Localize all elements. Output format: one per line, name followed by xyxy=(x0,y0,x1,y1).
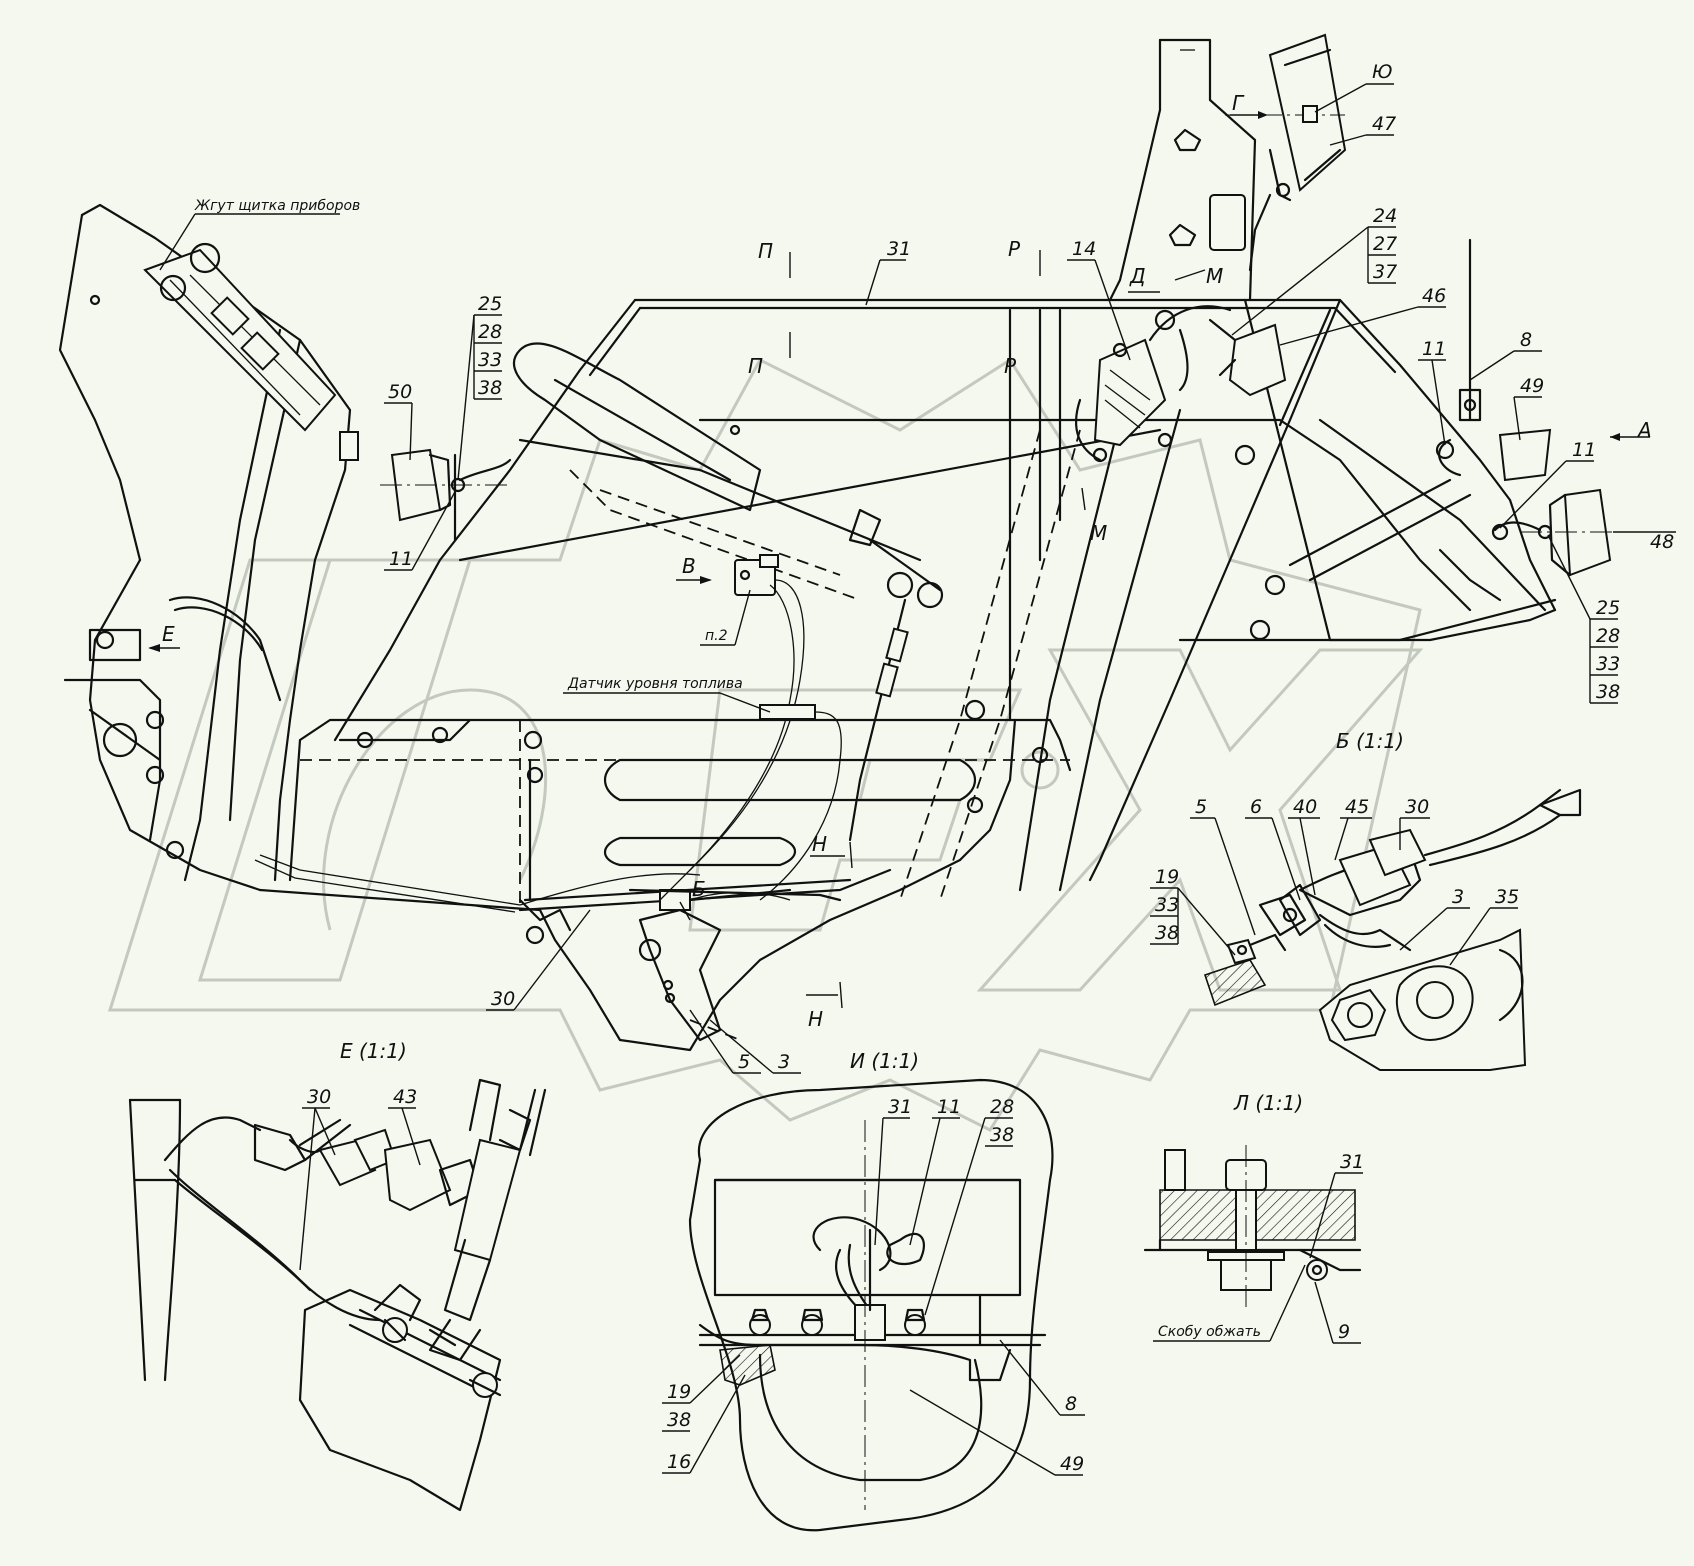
callout-28-left: 28 xyxy=(478,321,502,343)
callout-28-right: 28 xyxy=(1596,625,1620,647)
view-V-arrow-label: В xyxy=(682,554,696,578)
section-H-bottom: Н xyxy=(808,1007,823,1031)
view-B-callout-33: 33 xyxy=(1155,894,1179,916)
bracket-49 xyxy=(1435,238,1552,541)
section-P-top: П xyxy=(758,239,773,263)
callout-25-right: 25 xyxy=(1596,597,1620,619)
view-B-callout-35: 35 xyxy=(1495,886,1519,908)
section-P-bottom: П xyxy=(748,354,763,378)
section-R-top: Р xyxy=(1008,237,1021,261)
harness-label: Жгут щитка приборов xyxy=(194,198,360,214)
callout-48: 48 xyxy=(1650,531,1674,553)
view-I-title: И (1:1) xyxy=(850,1049,919,1073)
callout-47: 47 xyxy=(1372,113,1396,135)
view-E: Е (1:1) 30 xyxy=(128,1039,547,1512)
view-I-callout-38: 38 xyxy=(990,1124,1014,1146)
view-B-callout-40: 40 xyxy=(1293,796,1317,818)
view-E-title: Е (1:1) xyxy=(340,1039,407,1063)
view-L-callout-31: 31 xyxy=(1340,1151,1364,1173)
callout-38-left: 38 xyxy=(478,377,502,399)
view-I-callout-16: 16 xyxy=(667,1451,691,1473)
view-E-callout-30: 30 xyxy=(307,1086,331,1108)
callout-5-main: 5 xyxy=(738,1051,750,1073)
view-L-callout-9: 9 xyxy=(1338,1321,1350,1343)
view-L-title: Л (1:1) xyxy=(1233,1091,1303,1115)
view-I: И (1:1) 31 11 28 38 19 xyxy=(662,1049,1085,1532)
section-M-top: М xyxy=(1206,264,1223,288)
view-I-callout-19: 19 xyxy=(667,1381,691,1403)
callout-3-main: 3 xyxy=(778,1051,790,1073)
view-B-callout-6: 6 xyxy=(1250,796,1262,818)
callout-33-left: 33 xyxy=(478,349,502,371)
callout-46: 46 xyxy=(1422,285,1446,307)
view-I-callout-8: 8 xyxy=(1065,1393,1077,1415)
headlight-post xyxy=(1075,33,1347,463)
section-H-top: Н xyxy=(812,832,827,856)
callout-38-right: 38 xyxy=(1596,681,1620,703)
callout-24: 24 xyxy=(1373,205,1397,227)
view-A-arrow-label: А xyxy=(1636,418,1652,442)
view-B-title: Б (1:1) xyxy=(1336,729,1404,753)
view-E-callout-43: 43 xyxy=(393,1086,417,1108)
view-B-callout-19: 19 xyxy=(1155,866,1179,888)
section-D: Д xyxy=(1129,264,1146,288)
callout-11-left: 11 xyxy=(389,548,413,570)
watermark-logo xyxy=(107,357,1424,1132)
view-B-callout-5: 5 xyxy=(1195,796,1207,818)
view-B-callout-3: 3 xyxy=(1452,886,1464,908)
callout-33-right: 33 xyxy=(1596,653,1620,675)
fuel-sensor-label: Датчик уровня топлива xyxy=(567,676,743,692)
view-B-arrow-label: Б xyxy=(692,877,706,901)
view-I-callout-38b: 38 xyxy=(667,1409,691,1431)
callout-37: 37 xyxy=(1373,261,1397,283)
view-B-callout-45: 45 xyxy=(1345,796,1369,818)
section-M-bottom: М xyxy=(1090,521,1107,545)
view-I-callout-28: 28 xyxy=(990,1096,1014,1118)
harness-30-route xyxy=(254,854,842,913)
lamp-50 xyxy=(380,448,512,542)
view-L-squeeze-label: Скобу обжать xyxy=(1158,1324,1261,1340)
callout-U: Ю xyxy=(1372,61,1393,83)
callout-8: 8 xyxy=(1520,329,1532,351)
view-I-callout-49: 49 xyxy=(1060,1453,1084,1475)
callout-50: 50 xyxy=(388,381,412,403)
callout-25-left: 25 xyxy=(478,293,502,315)
callout-14: 14 xyxy=(1072,238,1096,260)
view-L: Л (1:1) 31 9 Скобу обжать xyxy=(1143,1091,1364,1344)
section-marks: П П Р Р Г Д М М А В Е Б Н Н xyxy=(148,91,1652,1031)
main-callouts: Жгут щитка приборов 25 28 33 38 50 11 31… xyxy=(159,61,1676,1074)
callout-11-right1: 11 xyxy=(1422,338,1446,360)
section-R-bottom: Р xyxy=(1004,354,1017,378)
callout-27: 27 xyxy=(1373,233,1397,255)
cabin-frame xyxy=(58,203,1557,1052)
callout-30-main: 30 xyxy=(491,988,515,1010)
callout-31-top: 31 xyxy=(887,238,911,260)
view-B-callout-30: 30 xyxy=(1405,796,1429,818)
callout-11-right2: 11 xyxy=(1572,439,1596,461)
view-B-callout-38: 38 xyxy=(1155,922,1179,944)
view-B: Б (1:1) 5 6 40 45 3 xyxy=(1150,729,1582,1071)
p2-label: п.2 xyxy=(705,628,728,644)
callout-49: 49 xyxy=(1520,375,1544,397)
section-G: Г xyxy=(1232,91,1245,115)
view-E-arrow-label: Е xyxy=(162,622,175,646)
view-I-callout-31: 31 xyxy=(888,1096,912,1118)
fuel-sensor xyxy=(659,554,842,901)
lamp-48 xyxy=(1493,488,1625,577)
view-I-callout-11: 11 xyxy=(937,1096,961,1118)
